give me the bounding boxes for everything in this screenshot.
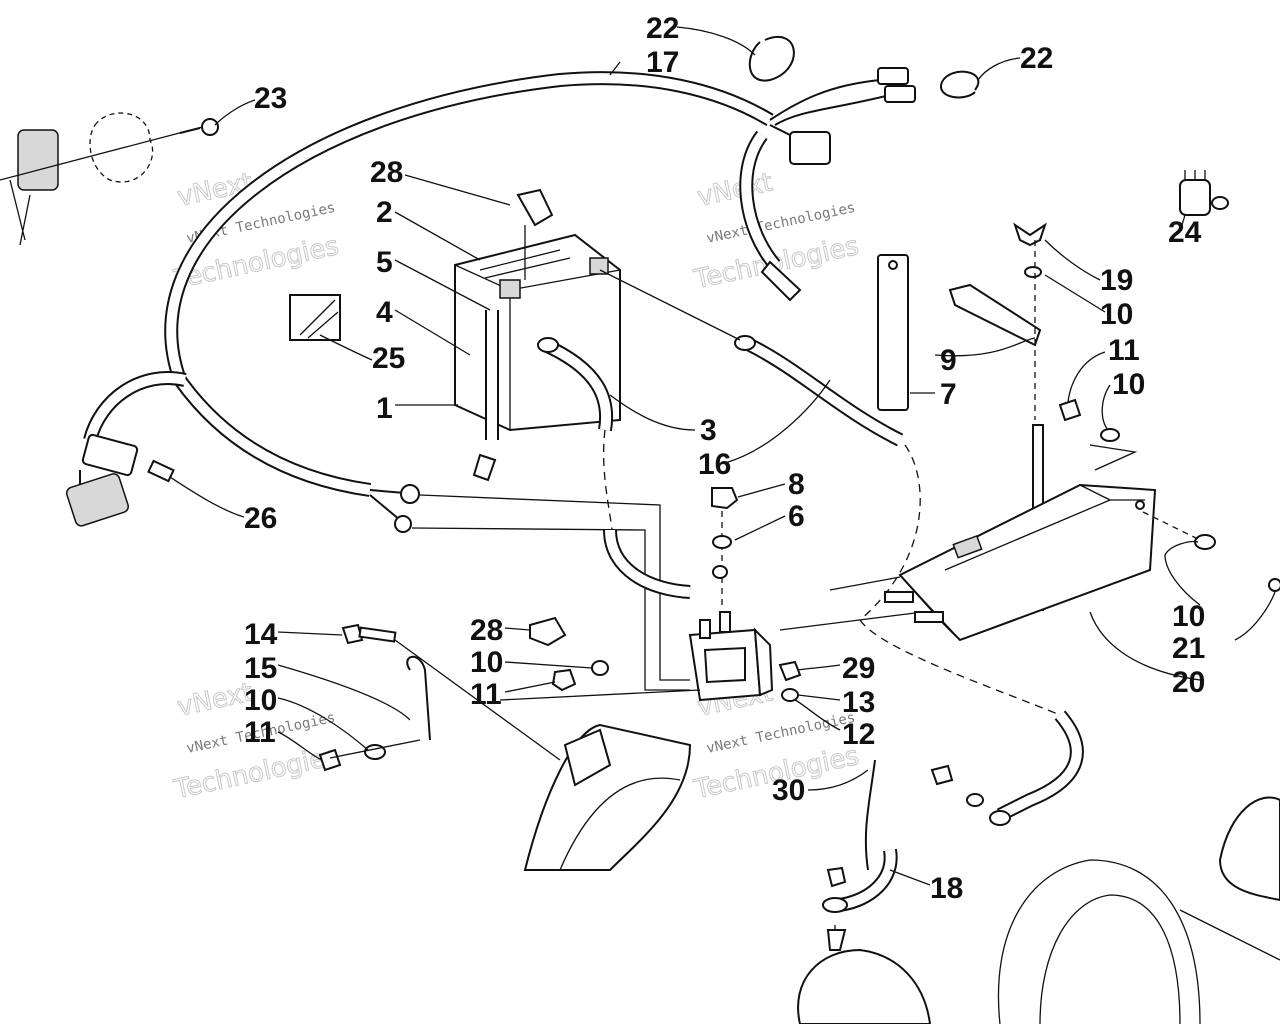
callout-28-top: 28 (370, 156, 403, 189)
callout-13: 13 (842, 686, 875, 719)
callout-15: 15 (244, 652, 277, 685)
battery-strap (877, 254, 909, 411)
callout-23: 23 (254, 82, 287, 115)
wiring-harness (65, 67, 916, 691)
housing-left (523, 723, 692, 871)
starter-solenoid (688, 487, 774, 702)
ground-strap-right (859, 619, 1084, 826)
callout-16: 16 (698, 448, 731, 481)
callout-7: 7 (940, 378, 957, 411)
callout-11-bracket: 11 (244, 716, 276, 749)
callout-10-tray: 10 (1172, 600, 1205, 633)
callout-10-right: 10 (1112, 368, 1145, 401)
callout-10-solenoid: 10 (470, 646, 503, 679)
headlight-right (997, 796, 1280, 1024)
terminal-boot-top (516, 188, 554, 280)
callout-26: 26 (244, 502, 277, 535)
watermark-brand: vNext (695, 168, 776, 213)
callout-12: 12 (842, 718, 875, 751)
battery-cables (537, 269, 921, 621)
callout-14: 14 (244, 618, 278, 651)
callout-4: 4 (376, 296, 393, 329)
headlight-connector (0, 112, 219, 246)
callout-8: 8 (788, 468, 805, 501)
ring-clips (748, 36, 980, 99)
callout-20: 20 (1172, 666, 1205, 699)
callout-30: 30 (772, 774, 805, 807)
callout-2: 2 (376, 196, 393, 229)
callout-labels: 22 17 22 23 28 2 5 4 25 1 3 16 8 6 24 19… (244, 12, 1205, 905)
callout-1: 1 (376, 392, 393, 425)
callout-24: 24 (1168, 216, 1202, 249)
callout-9: 9 (940, 344, 957, 377)
fuse (147, 459, 175, 483)
hold-down-bracket (948, 283, 1042, 347)
callout-10-bracket: 10 (244, 684, 277, 717)
ground-cable (797, 759, 932, 1024)
callout-11-right: 11 (1108, 334, 1140, 367)
leader-lines (169, 26, 1276, 886)
switch-top-right (1179, 170, 1229, 216)
callout-10-top: 10 (1100, 298, 1133, 331)
ground-bracket (318, 623, 561, 772)
callout-5: 5 (376, 246, 393, 279)
callout-29: 29 (842, 652, 875, 685)
callout-18: 18 (930, 872, 963, 905)
callout-22-clip-right: 22 (1020, 42, 1053, 75)
callout-21: 21 (1172, 632, 1205, 665)
callout-3: 3 (700, 414, 717, 447)
solenoid-hardware (499, 616, 802, 702)
vent-tube (472, 310, 499, 482)
callout-17-harness: 17 (646, 46, 679, 79)
callout-6: 6 (788, 500, 805, 533)
battery-tray (898, 444, 1157, 642)
callout-19: 19 (1100, 264, 1133, 297)
callout-25: 25 (372, 342, 405, 375)
callout-28-lower: 28 (470, 614, 503, 647)
callout-11-solenoid: 11 (470, 678, 502, 711)
callout-22-clip-left: 22 (646, 12, 679, 45)
battery (454, 233, 621, 432)
